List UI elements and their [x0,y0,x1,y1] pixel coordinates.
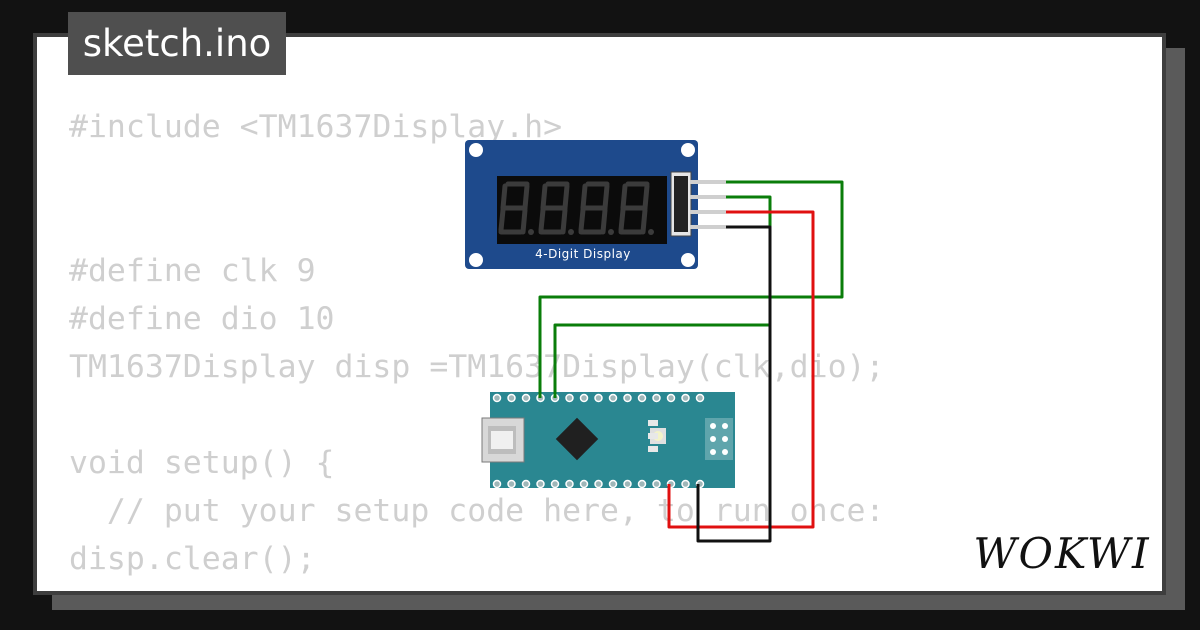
digit-segment [620,183,628,211]
wires [538,180,844,543]
header-pin [565,393,574,403]
header-pin [565,479,574,489]
header-pin [521,393,531,403]
digit-segment [520,207,528,235]
digit-segment [562,183,570,211]
code-text: #include <TM1637Display.h> #define clk 9… [69,109,885,591]
header-pin [623,393,632,403]
icsp-pin [710,436,716,442]
icsp-pin [722,423,728,429]
icsp-pin [722,449,728,455]
digit-segment [640,207,648,235]
header-pin [492,479,502,489]
header-pin [507,479,516,489]
digit-segment [580,183,588,211]
digit-segment [522,183,530,211]
header-pin [637,393,647,403]
header-pin [637,479,647,489]
svg-text:WOKWI: WOKWI [975,529,1150,578]
arduino-nano-board[interactable] [481,392,735,489]
wire-vcc-red [667,210,815,529]
header-pin [681,393,690,403]
icsp-pin [710,449,716,455]
digit-segment [538,207,546,233]
code-card: #include <TM1637Display.h> #define clk 9… [33,33,1166,595]
icsp-pin [710,423,716,429]
header-pin [666,393,676,403]
header-pin [695,393,705,403]
header-pin [594,393,603,403]
header-pin [652,393,661,403]
digit-segment [498,207,506,233]
header-pin [681,479,690,489]
decimal-point [568,229,574,235]
icsp-pin [722,436,728,442]
header-pin [579,479,589,489]
digit-segment [600,207,608,235]
header-pin [594,479,603,489]
digit-segment [642,183,650,211]
digit-segment [500,183,508,211]
tm1637-display-module[interactable]: 4-Digit Display [465,140,726,269]
header-pin [652,479,661,489]
digit-segment [618,207,626,233]
decimal-point [608,229,614,235]
header-pin [579,393,589,403]
header-pin [507,393,516,403]
wokwi-logo: WOKWI [975,529,1150,578]
decimal-point [528,229,534,235]
digit-segment [560,207,568,235]
header-pin [623,479,632,489]
display-label: 4-Digit Display [535,247,631,261]
digit-segment [602,183,610,211]
digit-segment [578,207,586,233]
header-pin [521,479,531,489]
header-pin [608,479,618,489]
header-pin [608,393,618,403]
wire-gnd-black [696,225,772,543]
digit-segment [540,183,548,211]
header-pin [536,479,545,489]
file-tab[interactable]: sketch.ino [68,12,286,75]
header-pin [492,393,502,403]
decimal-point [648,229,654,235]
wire-clk-green [538,180,844,398]
header-pin [550,479,560,489]
